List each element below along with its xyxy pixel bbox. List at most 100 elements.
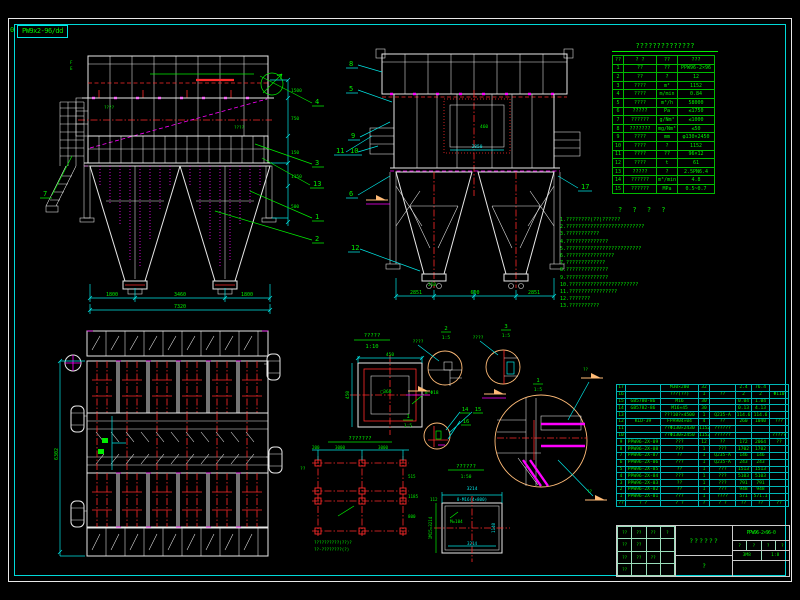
- table-cell: 1: [698, 458, 710, 467]
- side-balloons: 8 5 9 11 10 6 12 17: [334, 60, 592, 272]
- c1-callout-16: 16: [463, 419, 470, 425]
- table-cell: 1: [698, 465, 710, 474]
- table-cell: 12: [612, 158, 624, 168]
- table-cell: PPW96-2X-03: [625, 479, 661, 487]
- table-cell: ???10?×4500: [660, 411, 699, 419]
- table-cell: ????: [623, 132, 657, 142]
- table-cell: ≤1000: [677, 115, 715, 125]
- table-cell: ?: [656, 72, 678, 82]
- table-cell: φ130×2450: [677, 132, 715, 142]
- foundation-note-2: ??-????????(?): [314, 547, 349, 552]
- table-cell: 114.6: [735, 411, 752, 419]
- table-cell: 12: [616, 417, 626, 426]
- stage-cell: ?: [781, 543, 784, 548]
- table-cell: 6: [612, 106, 624, 117]
- table-cell: ?: [659, 525, 676, 540]
- plan-dimension: 6302: [54, 358, 85, 557]
- table-cell: [769, 397, 789, 406]
- table-cell: 571.1: [751, 492, 770, 501]
- balloon-3: 3: [315, 159, 319, 167]
- table-cell: [769, 492, 789, 501]
- foundation-dim-800: 800: [408, 514, 416, 519]
- table-cell: [709, 384, 736, 392]
- table-cell: ??????: [709, 431, 736, 440]
- table-cell: PPW96-2×96: [677, 63, 715, 74]
- table-cell: m/min: [656, 89, 678, 99]
- file-name-tag[interactable]: PW9x2-96/dd: [17, 25, 68, 38]
- table-cell: PPW96-2X-04: [625, 472, 661, 481]
- table-cell: 2.4: [735, 384, 752, 392]
- table-cell: 1152: [677, 80, 715, 91]
- scale-value: 1:8: [771, 553, 780, 558]
- table-cell: 948: [751, 485, 770, 494]
- drawing-frame-inner: [14, 24, 786, 576]
- table-row: 1????PPW96-2×96: [612, 63, 715, 74]
- plan-view: 6302: [54, 330, 283, 557]
- table-cell: 2: [751, 390, 770, 399]
- table-cell: 2: [612, 72, 624, 82]
- signature-table: ???????????????????: [616, 525, 676, 577]
- table-cell: 0.13: [735, 404, 752, 413]
- c2-label: 2: [444, 326, 447, 332]
- table-cell: ?????: [623, 106, 657, 117]
- table-cell: ??: [616, 562, 633, 577]
- table-cell: 10: [612, 140, 624, 151]
- table-cell: ≤50: [677, 123, 715, 134]
- table-cell: ? ?: [623, 55, 657, 65]
- detail110-dim-top: 450: [386, 352, 394, 358]
- table-cell: 1: [698, 485, 710, 494]
- table-row: 2???12: [612, 72, 715, 82]
- table-cell: [625, 431, 661, 440]
- table-cell: ?????: [769, 431, 789, 440]
- table-cell: PPW96-2X-06: [625, 458, 661, 467]
- table-cell: 5103: [735, 472, 752, 481]
- table-cell: M16×45: [660, 404, 699, 413]
- weld-note: ??: [583, 367, 589, 372]
- dim-r-1500: 1500: [291, 88, 302, 94]
- table-cell: 1: [698, 411, 710, 419]
- table-cell: [709, 397, 736, 406]
- front-midband: ???? ????: [75, 97, 274, 149]
- table-cell: ???: [660, 438, 699, 447]
- stage-cell: ?: [733, 541, 748, 550]
- table-cell: 1702: [735, 445, 752, 453]
- table-cell: GB5780-86: [625, 397, 661, 406]
- table-cell: 15: [616, 397, 626, 406]
- table-cell: ??Φ130×2430: [660, 424, 699, 433]
- table-cell: ???: [709, 485, 736, 494]
- table-cell: 96×12: [677, 149, 715, 160]
- table-row: 8???????mg/Nm³≤50: [612, 123, 715, 134]
- table-cell: m²: [656, 80, 678, 91]
- table-cell: ????: [623, 149, 657, 160]
- table-cell: Q235-A: [709, 458, 736, 467]
- detail150-dim-right: 1140: [491, 522, 496, 533]
- foundation-dim-1185: 1185: [408, 494, 419, 499]
- table-cell: ???: [709, 445, 736, 453]
- table-cell: mm: [656, 132, 678, 142]
- balloon-13: 13: [313, 180, 321, 188]
- table-cell: 9: [612, 132, 624, 142]
- table-cell: 1.04: [751, 397, 770, 406]
- detail150-dim-112: 112: [430, 497, 438, 502]
- table-cell: 14: [616, 404, 626, 413]
- table-cell: 0.5~0.7: [677, 183, 715, 194]
- c3-label: 3: [504, 324, 507, 330]
- table-cell: 146: [751, 451, 770, 460]
- table-cell: ???: [660, 472, 699, 481]
- table-cell: ??: [735, 499, 752, 508]
- plan-top-band: [86, 330, 269, 357]
- plan-lower-field: [86, 472, 269, 528]
- table-cell: ??: [645, 525, 661, 540]
- table-cell: mg/Nm³: [656, 123, 678, 134]
- dim-outlet-250: 250: [428, 282, 436, 288]
- note-line: 5.?????????????????????????: [560, 245, 642, 252]
- balloon-5: 5: [349, 85, 353, 93]
- detail-1-10-flange: ????? 1:10 450 450 8-Φ18 □360: [345, 333, 439, 435]
- front-label-1: ????: [104, 105, 115, 110]
